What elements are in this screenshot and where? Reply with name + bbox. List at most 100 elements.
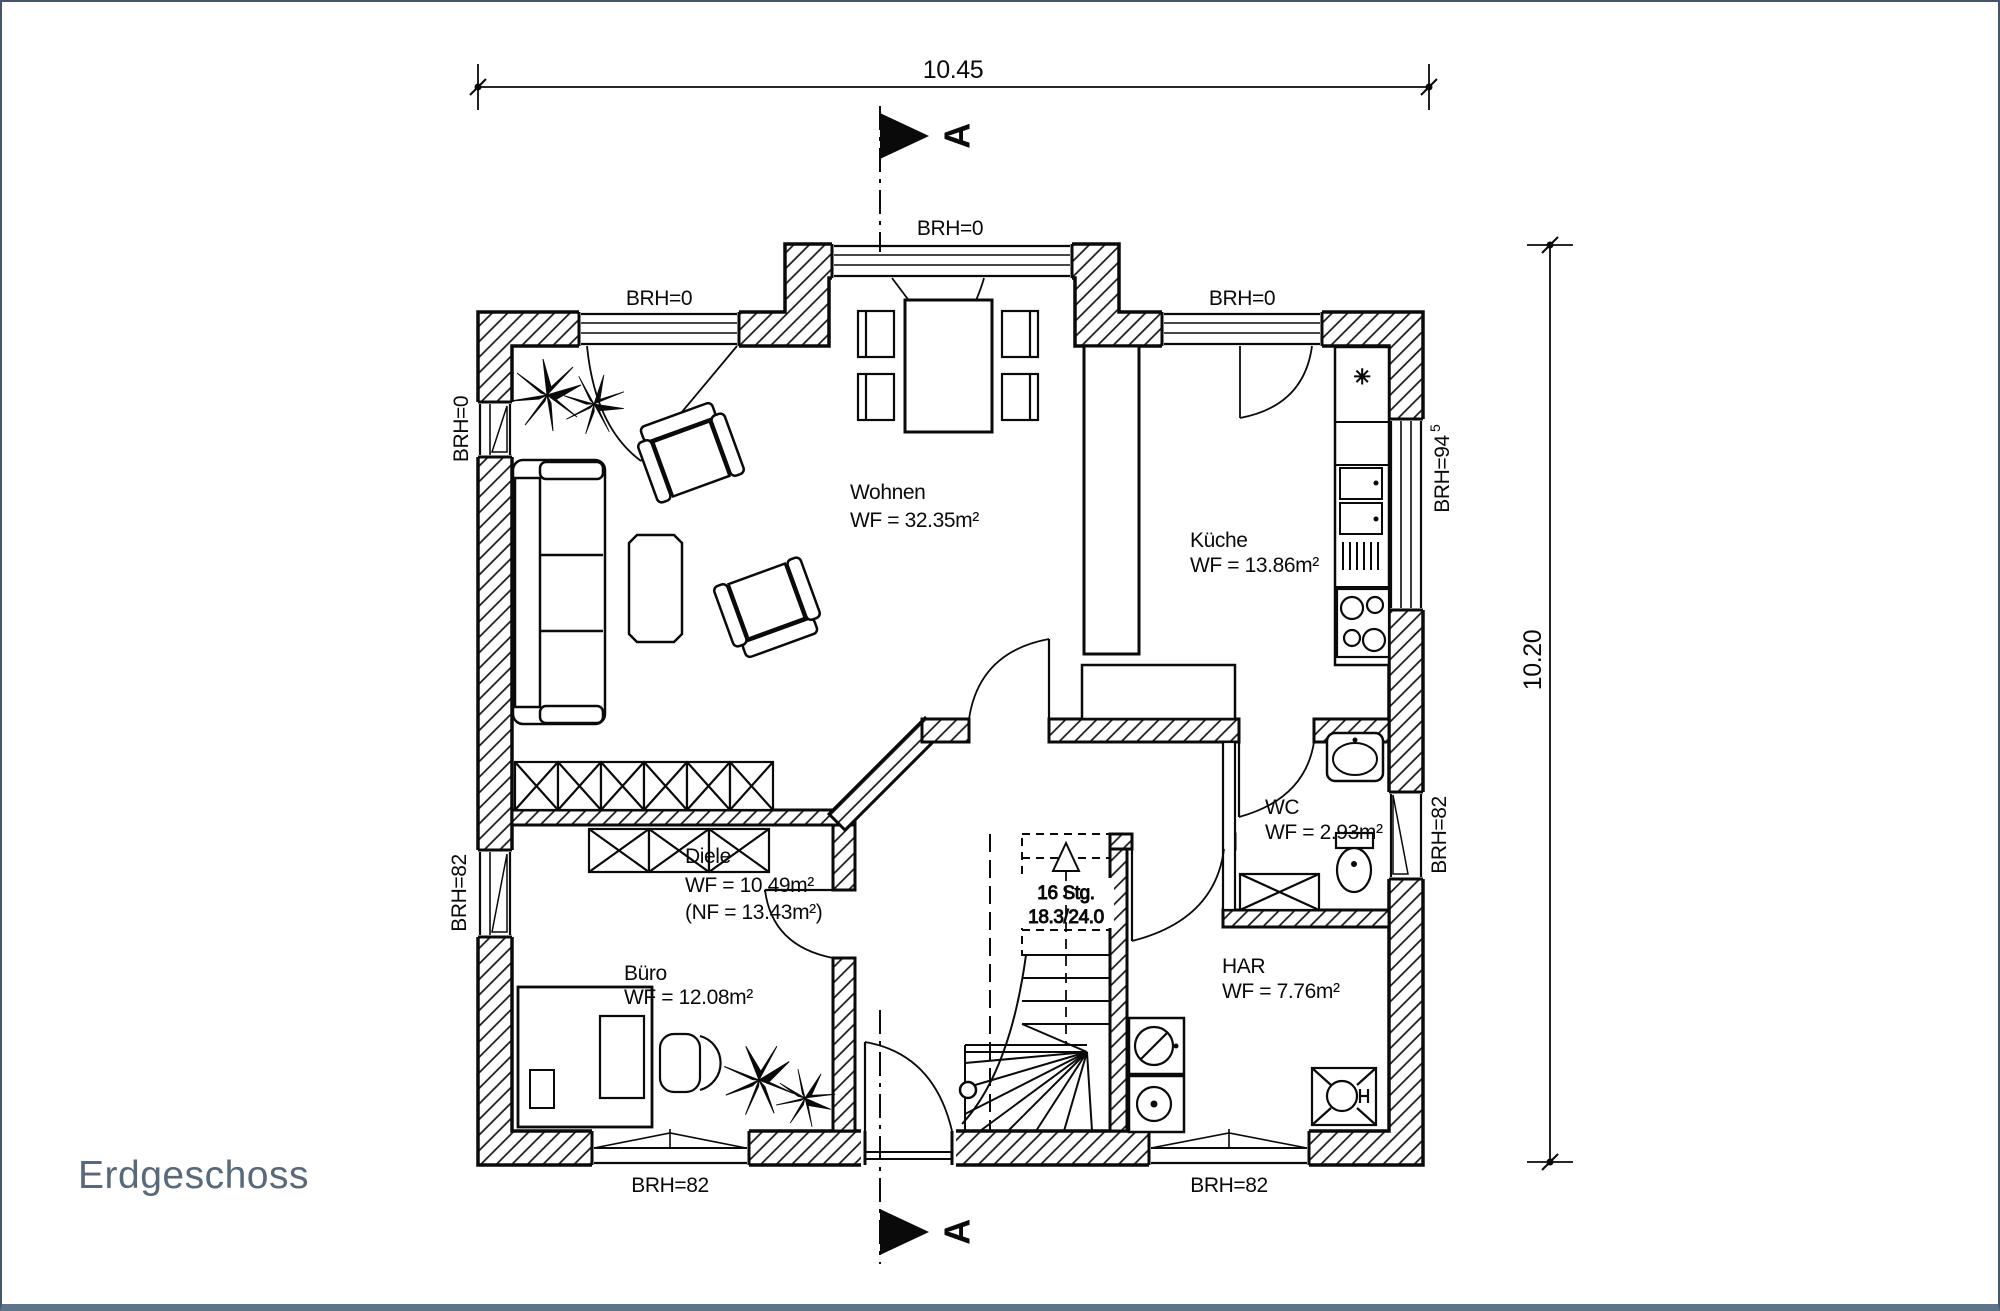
dim-width-label: 10.45 — [923, 56, 984, 84]
svg-text:Küche: Küche — [1190, 529, 1248, 552]
window-right-wc — [1385, 790, 1427, 881]
brh-label: BRH=0 — [1209, 287, 1275, 310]
svg-text:WF = 32.35m²: WF = 32.35m² — [850, 509, 979, 532]
wall-wohnen-buero — [510, 808, 857, 827]
brh-label: BRH=82 — [1428, 796, 1451, 874]
window-left-buero — [474, 848, 516, 939]
wall-kueche-south-a — [1047, 717, 1241, 744]
wall-wohnen-diele-a — [920, 717, 971, 744]
window-left-wohnen — [474, 400, 516, 459]
buero-furniture — [516, 985, 722, 1129]
office-chair — [658, 1032, 722, 1094]
window-right-kueche — [1385, 417, 1427, 612]
dining-chair — [1000, 309, 1040, 359]
window-top-kueche — [1160, 308, 1324, 419]
windows — [474, 240, 1427, 1169]
doors — [764, 638, 1315, 1132]
wardrobe-row-wohnen — [513, 760, 775, 812]
dryer — [1127, 1074, 1186, 1134]
svg-text:WF = 13.86m²: WF = 13.86m² — [1190, 554, 1319, 577]
har-fixtures — [1127, 1016, 1378, 1134]
svg-text:WF = 10.49m²: WF = 10.49m² — [685, 874, 814, 897]
dimension-top: 10.45 — [469, 56, 1438, 110]
svg-text:BRH=94: BRH=94 — [1431, 435, 1454, 513]
svg-text:WF = 2.93m²: WF = 2.93m² — [1265, 821, 1383, 844]
room-kueche-label: Küche WF = 13.86m² — [1190, 529, 1320, 577]
stair-winders — [964, 1023, 1093, 1132]
plant-icon — [510, 358, 582, 432]
wohnen-furniture — [511, 298, 1040, 726]
window-sill-labels: BRH=0 BRH=0 BRH=0 BRH=82 BRH=82 BRH=0 BR… — [448, 217, 1454, 1197]
wall-buero-diele-upper — [831, 823, 857, 892]
wc-sink — [1325, 731, 1385, 783]
svg-text:WF = 7.76m²: WF = 7.76m² — [1222, 980, 1340, 1003]
section-letter-bottom: A — [937, 1219, 978, 1245]
newel-post — [958, 1080, 978, 1100]
wall-wc-har — [1221, 908, 1391, 929]
svg-text:HAR: HAR — [1222, 955, 1265, 978]
kitchen-counter — [1080, 663, 1237, 721]
door-buero — [764, 888, 834, 959]
wall-wc-west — [1221, 740, 1237, 912]
room-labels: Wohnen WF = 32.35m² Küche WF = 13.86m² D… — [624, 481, 1383, 1009]
wardrobes — [513, 760, 775, 874]
coffee-table — [627, 533, 684, 644]
stair-ratio-label: 18.3/24.0 — [1028, 907, 1104, 928]
room-diele-label: Diele WF = 10.49m² (NF = 13.43m²) — [685, 845, 823, 924]
dimension-right: 10.20 — [1519, 236, 1573, 1171]
brh-label: BRH=82 — [1190, 1174, 1268, 1197]
window-top-wohnen — [577, 308, 741, 462]
stair-steps-label: 16 Stg. — [1037, 883, 1094, 904]
wall-buero-diele-lower — [831, 956, 857, 1133]
wc-cabinet — [1238, 872, 1321, 912]
room-wohnen-label: Wohnen WF = 32.35m² — [850, 481, 980, 532]
desk-item — [529, 1069, 555, 1109]
kitchen-fixtures: ✳ — [1080, 345, 1391, 721]
washing-machine — [1127, 1016, 1186, 1076]
room-wc-label: WC WF = 2.93m² — [1265, 796, 1383, 844]
section-arrow-top — [880, 113, 929, 159]
entrance-door-opening — [861, 1127, 956, 1169]
stair-direction-arrow — [1051, 840, 1081, 1046]
vent-grill — [1342, 542, 1379, 570]
dining-chair — [856, 372, 896, 422]
appliance-star-symbol: ✳ — [1353, 366, 1370, 389]
room-buero-label: Büro WF = 12.08m² — [624, 962, 754, 1009]
plant-icon — [714, 1035, 802, 1125]
brh-label: BRH=0 — [450, 396, 473, 462]
section-marks: A A — [879, 106, 978, 1264]
section-arrow-bottom — [880, 1209, 929, 1255]
svg-text:5: 5 — [1427, 424, 1443, 432]
window-bay — [830, 240, 1074, 355]
stove — [1335, 587, 1391, 659]
section-letter-top: A — [937, 123, 978, 149]
svg-text:WF = 12.08m²: WF = 12.08m² — [624, 986, 753, 1009]
brh-label-94-5: BRH=94 5 — [1427, 424, 1454, 513]
stair-walkline-curve — [961, 954, 1027, 1125]
armchair — [636, 401, 746, 504]
door-wc — [1237, 741, 1315, 818]
door-entrance — [863, 1041, 953, 1132]
dining-table — [856, 298, 1040, 434]
window-bottom-buero — [590, 1127, 751, 1169]
svg-text:Büro: Büro — [624, 962, 667, 985]
plants — [510, 358, 845, 1138]
exterior-walls — [476, 242, 1425, 1167]
staircase: 16 Stg. 18.3/24.0 — [958, 833, 1114, 1132]
dining-chair — [856, 309, 896, 359]
brh-label: BRH=82 — [448, 854, 471, 932]
svg-text:WC: WC — [1265, 796, 1299, 819]
dining-chair — [1000, 372, 1040, 422]
dimensions: 10.45 10.20 — [469, 56, 1573, 1171]
wardrobe-row-buero — [587, 827, 771, 874]
door-har — [1130, 848, 1225, 942]
dim-height-label: 10.20 — [1519, 630, 1547, 691]
wc-fixtures — [1238, 731, 1385, 912]
wall-diele-har — [1108, 847, 1129, 1133]
wall-corridor-har-a — [1108, 832, 1134, 851]
brh-label: BRH=0 — [917, 217, 983, 240]
svg-text:Wohnen: Wohnen — [850, 481, 925, 504]
window-bottom-har — [1147, 1127, 1311, 1169]
floor-drain-sink — [1310, 1066, 1378, 1127]
